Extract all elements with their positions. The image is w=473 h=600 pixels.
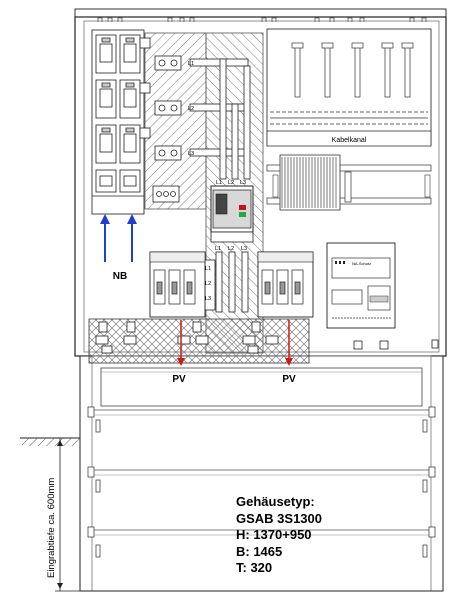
phase-label-top-1: L1	[188, 61, 194, 67]
left-vertical-phase-2: L2	[205, 281, 211, 287]
terminal-blocks	[139, 37, 182, 203]
busbars	[189, 58, 251, 180]
na-schutz-device	[326, 242, 396, 329]
breaker-bottom-3: L3	[241, 246, 247, 252]
spec-depth: T: 320	[236, 560, 273, 575]
left-vertical-phase-3: L3	[205, 296, 211, 302]
breaker-phase-3: L3	[240, 180, 246, 186]
breaker-bottom-2: L2	[228, 246, 234, 252]
breaker-bottom-1: L1	[215, 246, 221, 252]
fuse-column	[91, 29, 145, 215]
breaker-phase-1: L1	[216, 180, 222, 186]
breaker-red-indicator	[239, 205, 246, 210]
phase-label-top-2: L2	[188, 106, 194, 112]
pv-label-left: PV	[172, 374, 186, 385]
housing-spec: Gehäusetyp: GSAB 3S1300 H: 1370+950 B: 1…	[236, 494, 436, 577]
ground-indicator	[20, 437, 80, 592]
pv-switch-left	[149, 251, 206, 318]
breaker-green-indicator	[239, 212, 246, 217]
spec-title: Gehäusetyp:	[236, 494, 315, 509]
nb-arrows	[100, 214, 137, 262]
terminal-strip	[266, 154, 432, 211]
spec-model: GSAB 3S1300	[236, 510, 322, 526]
kabelkanal-label: Kabelkanal	[332, 137, 367, 144]
na-schutz-label: NA-Schutz	[352, 261, 371, 266]
breaker-phase-2: L2	[228, 180, 234, 186]
spec-height: H: 1370+950	[236, 527, 312, 542]
left-vertical-phase-1: L1	[205, 266, 211, 272]
pv-arrows	[177, 320, 293, 366]
spec-width: B: 1465	[236, 543, 283, 559]
main-breaker	[210, 185, 254, 243]
pv-label-right: PV	[282, 374, 296, 385]
depth-label: Eingrabtiefe ca. 600mm	[46, 478, 57, 578]
cable-glands	[95, 321, 439, 354]
phase-label-top-3: L3	[188, 151, 194, 157]
risers	[204, 251, 249, 313]
pv-switch-right	[257, 251, 314, 318]
housing-base	[79, 355, 444, 592]
meter-field	[266, 28, 432, 147]
nb-label: NB	[113, 271, 127, 282]
